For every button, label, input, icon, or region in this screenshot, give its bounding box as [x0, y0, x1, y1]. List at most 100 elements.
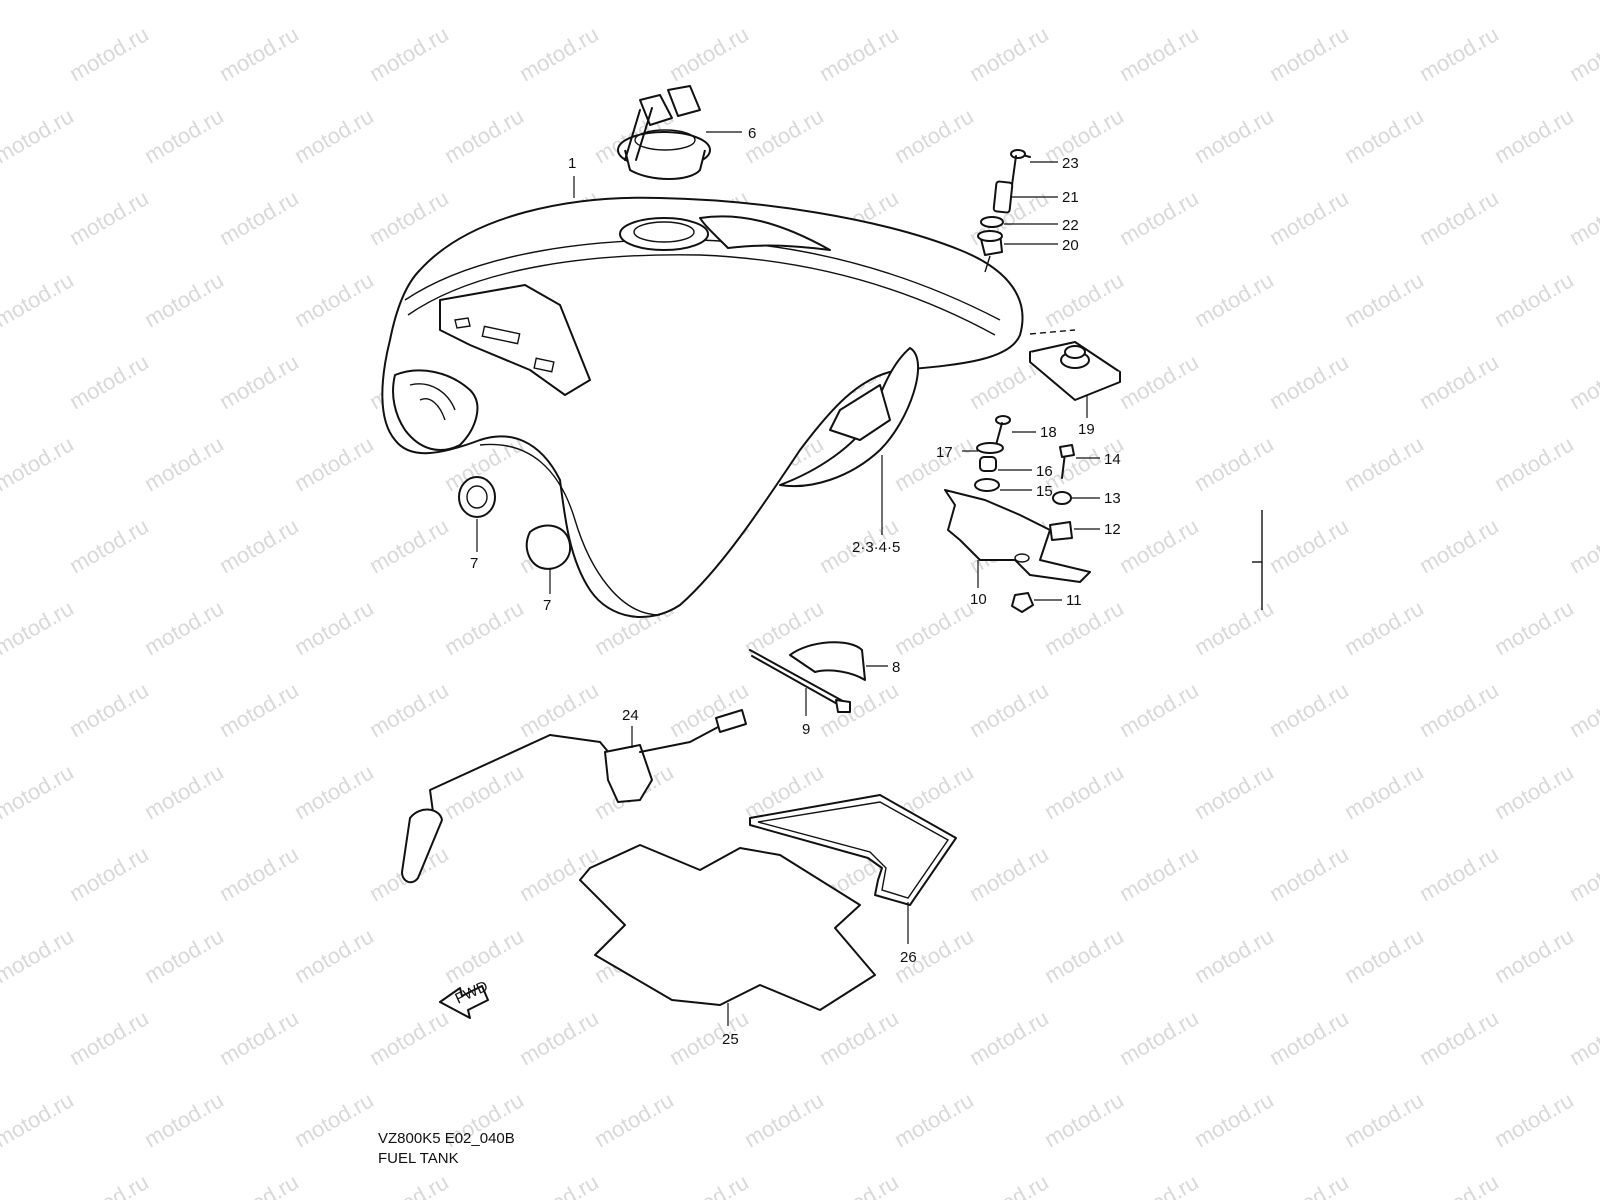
watermark-text: motod.ru [1265, 841, 1353, 906]
part-label-20: 20 [1062, 237, 1079, 254]
watermark-text: motod.ru [815, 21, 903, 86]
watermark-text: motod.ru [140, 0, 228, 4]
watermark-text: motod.ru [440, 595, 528, 660]
watermark-text: motod.ru [215, 677, 303, 742]
watermark-text: motod.ru [1190, 923, 1278, 988]
watermark-text: motod.ru [0, 513, 3, 578]
part-label-17: 17 [936, 444, 953, 461]
watermark-text: motod.ru [365, 1005, 453, 1070]
watermark-text: motod.ru [0, 1169, 3, 1200]
watermark-text: motod.ru [1340, 267, 1428, 332]
front-bracket-assembly [944, 415, 1091, 613]
watermark-text: motod.ru [65, 1169, 153, 1200]
watermark-text: motod.ru [215, 21, 303, 86]
watermark-text: motod.ru [215, 513, 303, 578]
watermark-text: motod.ru [1115, 349, 1203, 414]
watermark-text: motod.ru [290, 923, 378, 988]
part-label-2345: 2·3·4·5 [852, 539, 900, 556]
watermark-text: motod.ru [965, 21, 1053, 86]
watermark-text: motod.ru [1415, 185, 1503, 250]
part-label-8: 8 [892, 659, 900, 676]
edge-marks [1252, 510, 1263, 610]
watermark-text: motod.ru [1415, 1005, 1503, 1070]
watermark-text: motod.ru [440, 759, 528, 824]
watermark-text: motod.ru [1265, 1169, 1353, 1200]
watermark-text: motod.ru [65, 21, 153, 86]
watermark-text: motod.ru [515, 21, 603, 86]
part-label-15: 15 [1036, 483, 1053, 500]
watermark-text: motod.ru [140, 431, 228, 496]
watermark-text: motod.ru [0, 677, 3, 742]
part-label-1: 1 [568, 155, 576, 172]
watermark-text: motod.ru [1115, 21, 1203, 86]
watermark-text: motod.ru [290, 267, 378, 332]
watermark-text: motod.ru [290, 431, 378, 496]
watermark-text: motod.ru [0, 103, 78, 168]
watermark-text: motod.ru [0, 923, 78, 988]
watermark-text: motod.ru [1490, 431, 1578, 496]
watermark-text: motod.ru [1415, 1169, 1503, 1200]
watermark-text: motod.ru [1340, 0, 1428, 4]
watermark-text: motod.ru [1340, 923, 1428, 988]
part-label-7b: 7 [543, 597, 551, 614]
part-label-26: 26 [900, 949, 917, 966]
heat-shield-plate [579, 844, 876, 1011]
watermark-text: motod.ru [1265, 349, 1353, 414]
watermark-text: motod.ru [815, 1005, 903, 1070]
watermark-text: motod.ru [0, 595, 78, 660]
watermark-text: motod.ru [665, 21, 753, 86]
watermark-text: motod.ru [65, 513, 153, 578]
part-label-14: 14 [1104, 451, 1121, 468]
watermark-text: motod.ru [1490, 267, 1578, 332]
watermark-text: motod.ru [0, 21, 3, 86]
watermark-text: motod.ru [1565, 513, 1600, 578]
watermark-text: motod.ru [1565, 185, 1600, 250]
watermark-text: motod.ru [1565, 1005, 1600, 1070]
watermark-text: motod.ru [140, 595, 228, 660]
watermark-text: motod.ru [140, 759, 228, 824]
watermark-text: motod.ru [1340, 103, 1428, 168]
watermark-text: motod.ru [1415, 21, 1503, 86]
watermark-text: motod.ru [440, 923, 528, 988]
watermark-text: motod.ru [215, 841, 303, 906]
watermark-text: motod.ru [0, 0, 78, 4]
rubber-grommets [458, 476, 572, 570]
watermark-text: motod.ru [0, 1087, 78, 1152]
watermark-text: motod.ru [1265, 513, 1353, 578]
watermark-text: motod.ru [0, 759, 78, 824]
watermark-text: motod.ru [1490, 595, 1578, 660]
watermark-text: motod.ru [1415, 349, 1503, 414]
watermark-text: motod.ru [365, 185, 453, 250]
watermark-text: motod.ru [1115, 841, 1203, 906]
watermark-text: motod.ru [1190, 595, 1278, 660]
watermark-text: motod.ru [890, 431, 978, 496]
watermark-text: motod.ru [215, 1005, 303, 1070]
watermark-text: motod.ru [1265, 1005, 1353, 1070]
part-label-10: 10 [970, 591, 987, 608]
part-label-16: 16 [1036, 463, 1053, 480]
watermark-text: motod.ru [1190, 267, 1278, 332]
part-label-6: 6 [748, 125, 756, 142]
part-label-22: 22 [1062, 217, 1079, 234]
part-label-24: 24 [622, 707, 639, 724]
watermark-text: motod.ru [665, 1005, 753, 1070]
watermark-text: motod.ru [0, 841, 3, 906]
watermark-text: motod.ru [365, 677, 453, 742]
rear-mount-rubber [1029, 329, 1121, 401]
part-label-19: 19 [1078, 421, 1095, 438]
watermark-text: motod.ru [1040, 103, 1128, 168]
watermark-text: motod.ru [140, 267, 228, 332]
watermark-text: motod.ru [0, 185, 3, 250]
watermark-text: motod.ru [890, 595, 978, 660]
watermark-text: motod.ru [1490, 759, 1578, 824]
watermark-text: motod.ru [815, 1169, 903, 1200]
watermark-text: motod.ru [1340, 431, 1428, 496]
watermark-text: motod.ru [140, 1087, 228, 1152]
watermark-text: motod.ru [1490, 923, 1578, 988]
watermark-text: motod.ru [740, 0, 828, 4]
watermark-text: motod.ru [290, 759, 378, 824]
watermark-text: motod.ru [140, 923, 228, 988]
